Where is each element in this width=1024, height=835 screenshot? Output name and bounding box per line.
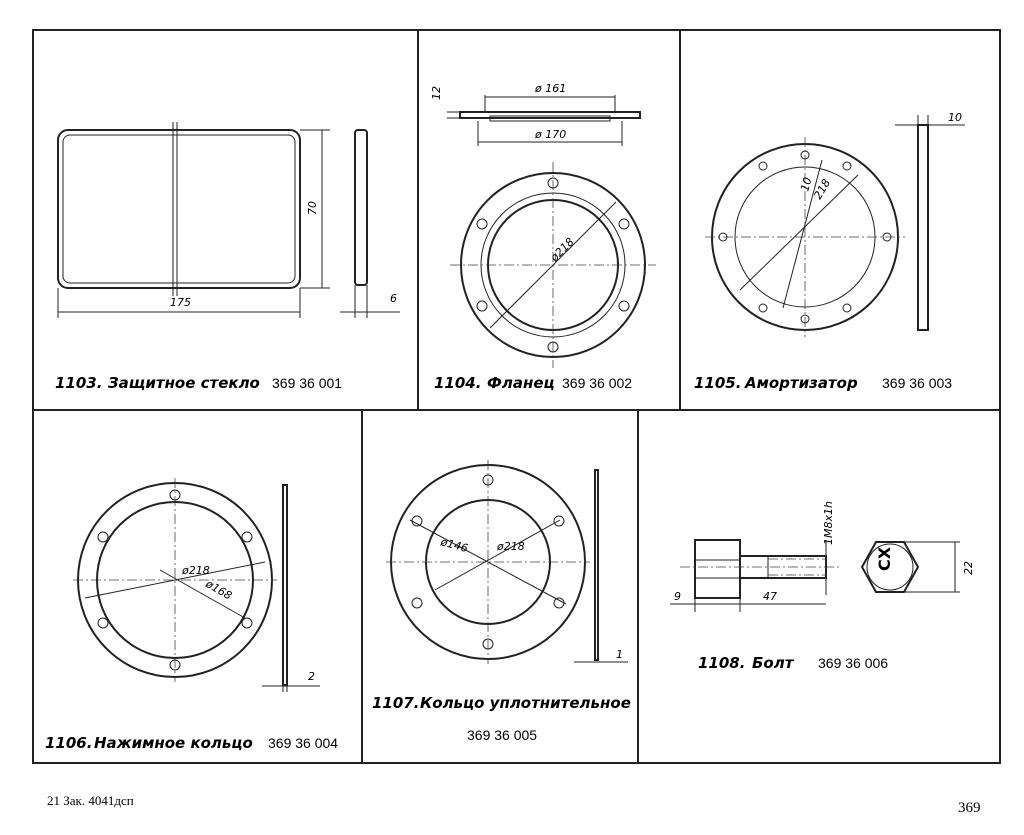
- dim-r10: 10: [798, 176, 814, 193]
- item-name: Амортизатор: [744, 374, 858, 392]
- caption-1104: 1104. Фланец 369 36 002: [434, 374, 632, 392]
- caption-1106: 1106. Нажимное кольцо 369 36 004: [45, 734, 338, 752]
- dim-head: 9: [674, 590, 681, 603]
- caption-1103: 1103. Защитное стекло 369 36 001: [55, 374, 342, 392]
- head-marking: CX: [875, 546, 894, 571]
- dim-hex: 22: [962, 561, 975, 575]
- drawing-1106-pressure-ring: ø218 ø168 2: [73, 478, 320, 692]
- dim-thickness: 2: [308, 670, 315, 683]
- drawing-1108-bolt: 1M8x1h 9 47 CX 22: [670, 501, 975, 612]
- caption-1107: 1107. Кольцо уплотнительное 369 36 005: [372, 694, 631, 743]
- item-code: 369 36 003: [882, 375, 952, 391]
- drawing-1103-protective-glass: 70 175 6: [57, 122, 400, 318]
- item-number: 1106.: [45, 734, 92, 752]
- item-number: 1104.: [434, 374, 481, 392]
- dim-d168: ø168: [203, 577, 234, 603]
- dim-d161: ø 161: [534, 82, 566, 95]
- item-number: 1105.: [694, 374, 741, 392]
- dim-thickness: 10: [948, 111, 962, 124]
- item-name: Кольцо уплотнительное: [420, 694, 631, 712]
- page-number: 369: [958, 800, 981, 816]
- drawing-1107-sealing-ring: ø146 ø218 1: [386, 460, 628, 664]
- item-code: 369 36 001: [272, 375, 342, 391]
- item-number: 1107.: [372, 694, 419, 712]
- caption-1105: 1105. Амортизатор 369 36 003: [694, 374, 952, 392]
- item-number: 1103.: [55, 374, 102, 392]
- item-code: 369 36 005: [467, 727, 537, 743]
- dim-d218: ø218: [547, 235, 577, 265]
- caption-1108: 1108. Болт 369 36 006: [698, 654, 888, 672]
- dim-d218: 218: [811, 177, 833, 202]
- dim-h12: 12: [430, 86, 443, 100]
- item-code: 369 36 002: [562, 375, 632, 391]
- dim-thickness: 6: [390, 292, 397, 305]
- drawing-1105-shock-absorber: 218 10 10: [705, 111, 965, 337]
- panel-grid: [32, 29, 1001, 764]
- dim-thread: 1M8x1h: [822, 501, 835, 545]
- footer-order-number: 21 Зак. 4041дсп: [47, 793, 134, 808]
- item-name: Фланец: [487, 374, 555, 392]
- item-name: Нажимное кольцо: [94, 734, 253, 752]
- dim-thickness: 1: [616, 648, 623, 661]
- drawing-1104-flange: ø 161 ø 170 12 ø218: [430, 82, 656, 368]
- item-code: 369 36 004: [268, 735, 338, 751]
- dim-length: 47: [763, 590, 777, 603]
- dim-width: 175: [170, 296, 191, 309]
- dim-d170: ø 170: [534, 128, 566, 141]
- dim-d146: ø146: [438, 535, 469, 555]
- item-name: Болт: [752, 654, 795, 672]
- dim-d218: ø218: [181, 564, 210, 577]
- item-number: 1108.: [698, 654, 745, 672]
- item-code: 369 36 006: [818, 655, 888, 671]
- dim-height: 70: [306, 201, 319, 215]
- dim-d218: ø218: [496, 540, 525, 553]
- item-name: Защитное стекло: [108, 374, 260, 392]
